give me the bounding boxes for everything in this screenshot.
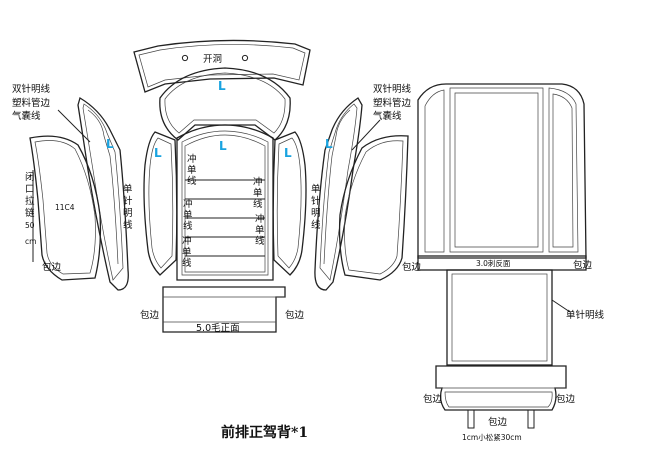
right-single-needle-label: 单针明线 bbox=[311, 183, 321, 231]
lower-leader-line bbox=[551, 299, 571, 313]
reverse-face-label: 3.0刺反面 bbox=[476, 258, 511, 268]
rear-back-panel bbox=[417, 83, 587, 259]
punch-label-5: 冲单线 bbox=[182, 235, 192, 269]
right-double-needle-label: 双针明线 bbox=[373, 83, 412, 95]
head-cap-piece: L bbox=[159, 67, 291, 141]
left-single-needle-label: 单针明线 bbox=[123, 183, 133, 231]
main-back-panel: L 冲单线 冲单线 冲单线 冲单线 冲单线 bbox=[176, 124, 274, 281]
bottom-flap-piece: 包边 包边 5.0毛正面 bbox=[140, 286, 305, 334]
right-bolster-strip: L bbox=[314, 97, 363, 291]
diagram-title: 前排正驾背*1 bbox=[221, 424, 308, 441]
edge-binding-label-2: 包边 bbox=[402, 261, 422, 273]
left-double-needle-label: 双针明线 bbox=[12, 83, 51, 95]
punch-label-3: 冲单线 bbox=[183, 198, 193, 232]
right-wing-piece: L bbox=[272, 131, 307, 276]
opening-label: 开洞 bbox=[203, 54, 222, 65]
left-plastic-welt-label: 塑料管边 bbox=[12, 97, 51, 109]
punch-label-4: 冲单线 bbox=[255, 213, 265, 247]
marker-l-4: L bbox=[219, 139, 227, 153]
right-leader-line bbox=[351, 119, 381, 151]
rear-bottom-tray: 包边 包边 包边 1cm小松紧30cm bbox=[423, 365, 576, 442]
punch-label-2: 冲单线 bbox=[253, 176, 263, 210]
hole-right bbox=[241, 54, 249, 62]
left-leader-line bbox=[57, 109, 91, 143]
left-bolster-strip: L bbox=[77, 97, 129, 291]
punch-label-1: 冲单线 bbox=[187, 153, 197, 187]
marker-l-3: L bbox=[284, 146, 292, 160]
marker-l-1: L bbox=[218, 79, 226, 93]
marker-l-2: L bbox=[154, 146, 162, 160]
headrest-top-piece: 开洞 bbox=[133, 39, 311, 93]
wool-face-label: 5.0毛正面 bbox=[196, 322, 240, 334]
code-label: 11C4 bbox=[55, 203, 75, 212]
rear-lower-panel: 单针明线 bbox=[446, 269, 605, 366]
left-airbag-line-label: 气囊线 bbox=[12, 110, 41, 122]
elastic-label: 1cm小松紧30cm bbox=[462, 432, 522, 442]
right-airbag-line-label: 气囊线 bbox=[373, 110, 402, 122]
hole-left bbox=[181, 54, 189, 62]
edge-binding-label-6: 包边 bbox=[573, 259, 593, 271]
edge-binding-label-1: 包边 bbox=[42, 261, 62, 273]
edge-binding-label-4: 包边 bbox=[285, 309, 305, 321]
edge-binding-label-8: 包边 bbox=[556, 393, 576, 405]
marker-l-5: L bbox=[106, 137, 114, 151]
right-plastic-welt-label: 塑料管边 bbox=[373, 97, 412, 109]
edge-binding-label-7: 包边 bbox=[423, 393, 443, 405]
right-side-panel: 包边 bbox=[338, 135, 422, 281]
edge-binding-label-9: 包边 bbox=[488, 416, 508, 428]
edge-binding-label-3: 包边 bbox=[140, 309, 160, 321]
marker-l-6: L bbox=[325, 137, 333, 151]
left-wing-piece: L bbox=[143, 131, 178, 276]
lower-single-needle-label: 单针明线 bbox=[566, 309, 605, 321]
